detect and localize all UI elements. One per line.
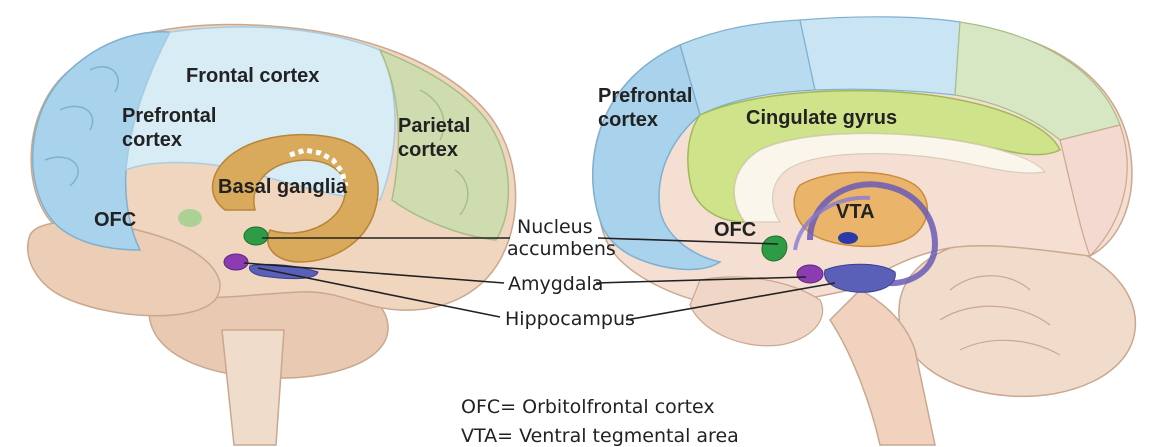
label-prefrontal-cortex-right-1: Prefrontal (598, 85, 692, 107)
legend-ofc-definition: OFC= Orbitolfrontal cortex (461, 396, 715, 418)
label-amygdala: Amygdala (508, 273, 603, 295)
label-hippocampus: Hippocampus (505, 308, 635, 330)
label-parietal-cortex-1: Parietal (398, 115, 470, 137)
label-basal-ganglia: Basal ganglia (218, 176, 348, 198)
label-prefrontal-cortex-left-2: cortex (122, 129, 182, 151)
label-ofc-right: OFC (714, 219, 756, 241)
label-parietal-cortex-2: cortex (398, 139, 458, 161)
label-nucleus: Nucleus (517, 216, 593, 238)
left-ofc-blob (178, 209, 202, 227)
right-ofc-blob (762, 236, 787, 261)
label-accumbens: accumbens (507, 238, 616, 260)
legend-vta-definition: VTA= Ventral tegmental area (461, 425, 739, 447)
left-brainstem (222, 330, 284, 445)
right-amygdala (797, 265, 823, 283)
right-nucleus-accumbens (838, 232, 858, 244)
label-prefrontal-cortex-right-2: cortex (598, 109, 658, 131)
label-cingulate-gyrus: Cingulate gyrus (746, 107, 897, 129)
left-amygdala (224, 254, 248, 270)
left-nucleus-accumbens (244, 227, 268, 245)
label-vta: VTA (836, 201, 875, 223)
left-brain-illustration (28, 25, 516, 445)
label-frontal-cortex: Frontal cortex (186, 65, 319, 87)
right-central-band (800, 17, 960, 95)
label-ofc-left: OFC (94, 209, 136, 231)
label-prefrontal-cortex-left-1: Prefrontal (122, 105, 216, 127)
right-brain-illustration (593, 17, 1136, 445)
